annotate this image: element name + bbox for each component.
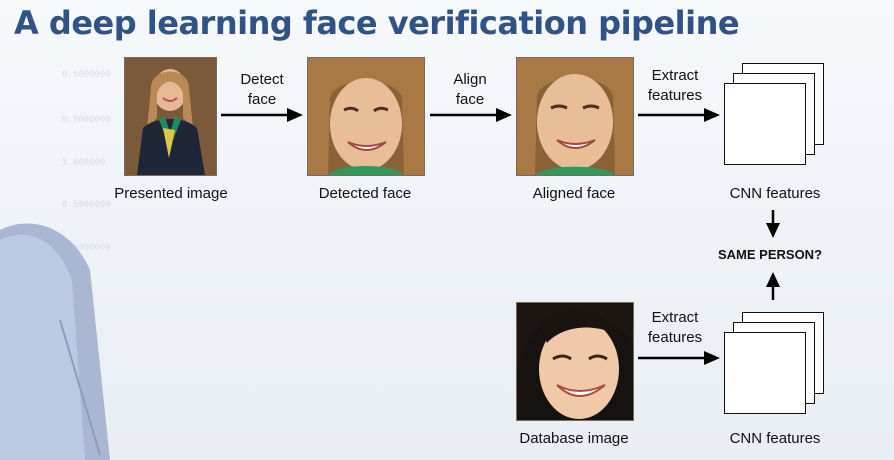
background-number: 5.000000 [62, 158, 106, 168]
caption-presented-image: Presented image [114, 185, 228, 202]
cnn-feature-stack-bottom [724, 312, 824, 414]
aligned-face-image [516, 57, 634, 176]
step-extract-features-bottom: Extract features [647, 309, 703, 346]
step-extract-features-top: Extract features [647, 67, 703, 104]
caption-cnn-features-top: CNN features [729, 185, 821, 202]
feature-map-card [724, 332, 806, 414]
database-image [516, 302, 634, 421]
arrow-down-to-decision [766, 210, 780, 238]
slide-title: A deep learning face verification pipeli… [14, 4, 740, 42]
background-number: 0.5000000 [62, 70, 111, 80]
feature-map-card [724, 83, 806, 165]
step-detect-face: Detect face [240, 71, 284, 108]
arrow-extract-top [638, 108, 720, 122]
presented-image [124, 57, 217, 176]
arrow-align [430, 108, 512, 122]
caption-database-image: Database image [519, 430, 629, 447]
caption-cnn-features-bottom: CNN features [729, 430, 821, 447]
step-align-face: Align face [453, 71, 487, 108]
background-number: 0.5000000 [62, 243, 111, 253]
caption-detected-face: Detected face [318, 185, 412, 202]
detected-face-image [307, 57, 425, 176]
cnn-feature-stack-top [724, 63, 824, 165]
decision-label: SAME PERSON? [718, 247, 823, 262]
caption-aligned-face: Aligned face [532, 185, 616, 202]
presenter-figure [0, 223, 110, 460]
background-number: 0.5000000 [62, 115, 111, 125]
background-number: 0.5000000 [62, 200, 111, 210]
arrow-extract-bottom [638, 351, 720, 365]
arrow-detect [221, 108, 303, 122]
arrow-up-to-decision [766, 272, 780, 300]
